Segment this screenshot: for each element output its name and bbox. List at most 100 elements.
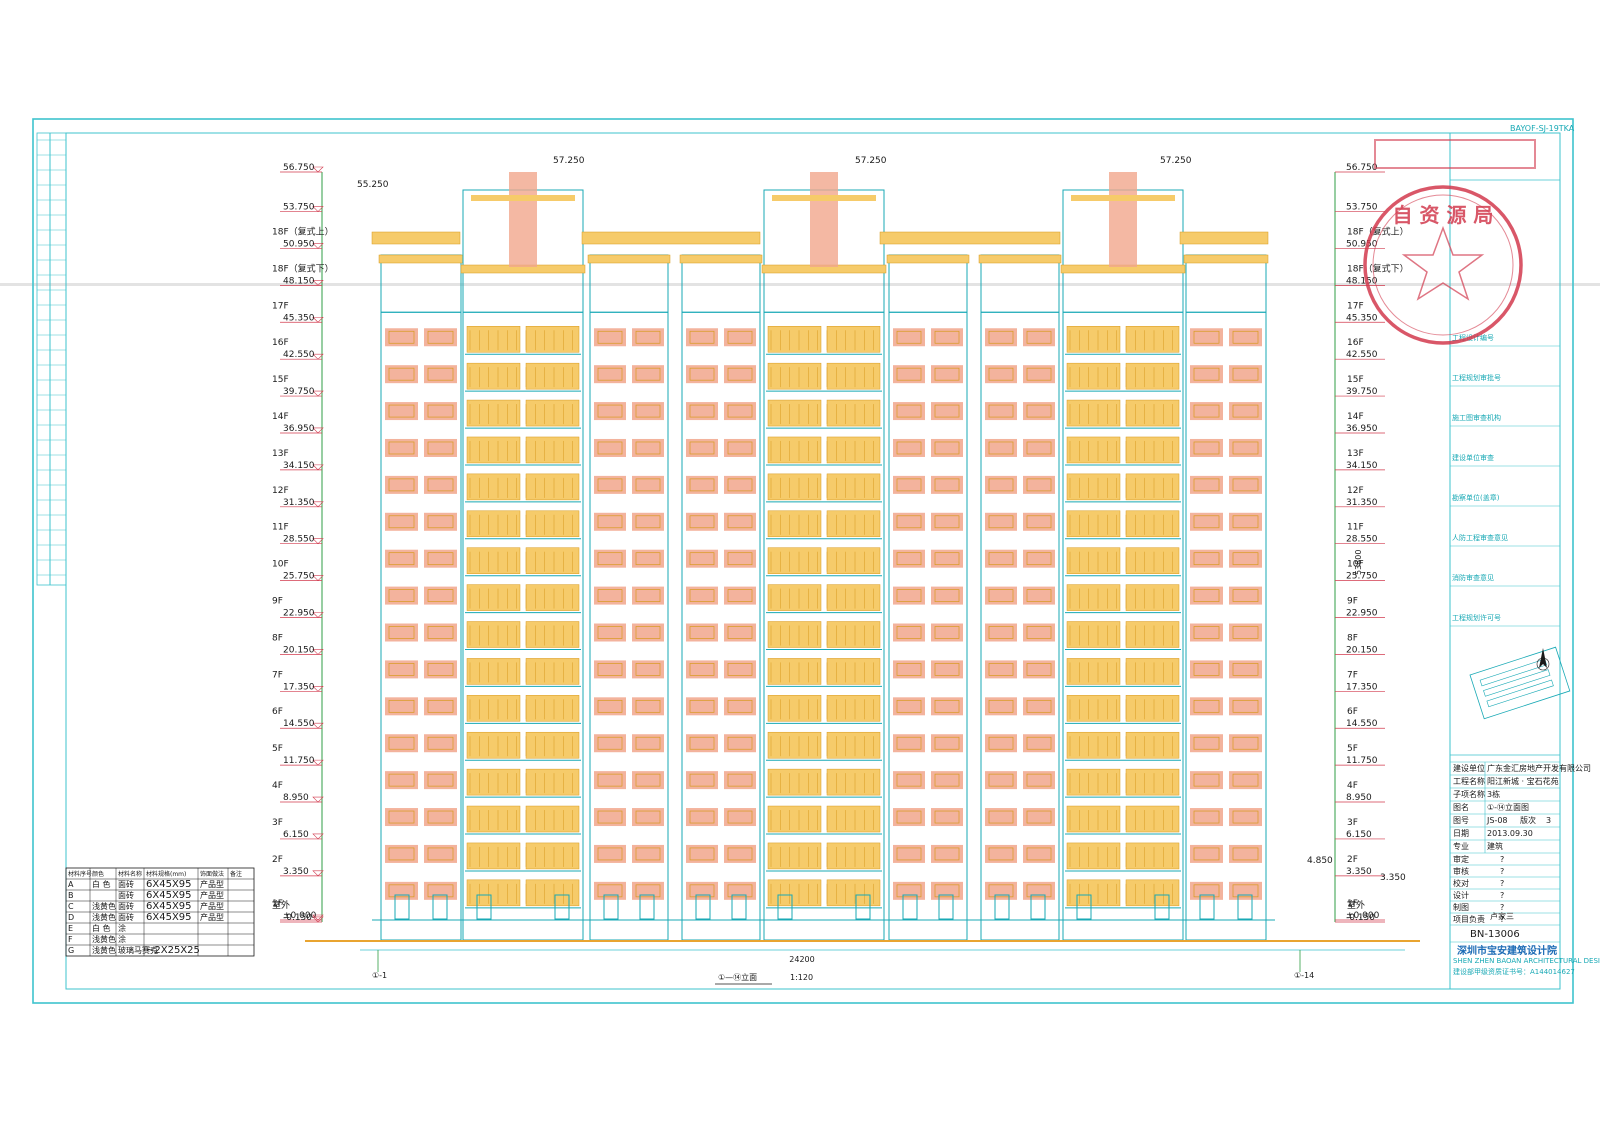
material-cell: 浅黄色 xyxy=(92,945,116,955)
level-name-right: 11F xyxy=(1347,523,1364,533)
roof-band xyxy=(371,231,461,245)
level-elevation-left: 48.150 xyxy=(283,276,315,286)
level-name-right: 6F xyxy=(1347,707,1358,717)
level-name-left: 11F xyxy=(272,523,289,533)
level-elevation-right: 45.350 xyxy=(1346,313,1378,323)
title-block-key: 专业 xyxy=(1453,841,1469,851)
material-cell: 白 色 xyxy=(92,923,111,933)
level-elevation-left: 45.350 xyxy=(283,313,315,323)
level-elevation-left: 39.750 xyxy=(283,387,315,397)
title-block-note: 工程规划许可号 xyxy=(1452,613,1501,622)
title-block-notes: 工程设计编号工程规划审批号施工图审查机构建设单位审查勘察单位(盖章)人防工程审查… xyxy=(1450,333,1560,627)
roof-band xyxy=(581,231,761,245)
datum-left: 4.850 xyxy=(1307,856,1333,866)
level-elevation-left: ±0.000 xyxy=(283,911,317,921)
sign-row-name: ? xyxy=(1500,915,1504,924)
design-institute-english: SHEN ZHEN BAOAN ARCHITECTURAL DESIGN INS… xyxy=(1453,957,1600,965)
level-elevation-left: 42.550 xyxy=(283,350,315,360)
tower-8 xyxy=(1060,172,1186,941)
roof-band xyxy=(1179,231,1269,245)
material-cell: 浅黄色 xyxy=(92,912,116,922)
level-elevation-left: 6.150 xyxy=(283,830,309,840)
material-cell: B xyxy=(68,891,74,900)
material-header: 颜色 xyxy=(92,870,104,878)
tower-1 xyxy=(378,254,464,941)
certificate-number: BN-13006 xyxy=(1470,929,1520,940)
level-elevation-right: 28.550 xyxy=(1346,535,1378,545)
level-name-right: 8F xyxy=(1347,633,1358,643)
level-name-left: 8F xyxy=(272,633,283,643)
title-block-note: 工程规划审批号 xyxy=(1452,373,1501,382)
material-header: 材料序号 xyxy=(68,870,92,878)
license-number: 建设部甲级资质证书号：A144014627 xyxy=(1453,967,1575,976)
level-elevation-left: 25.750 xyxy=(283,572,315,582)
level-name-right: 7F xyxy=(1347,670,1358,680)
level-elevation-right: 48.150 xyxy=(1346,276,1378,286)
level-elevation-right: 36.950 xyxy=(1346,424,1378,434)
level-elevation-right: 20.150 xyxy=(1346,645,1378,655)
roof-mark-center-2: 57.250 xyxy=(855,156,887,166)
level-name-right: 4F xyxy=(1347,781,1358,791)
level-name-left: 2F xyxy=(272,855,283,865)
level-elevation-left: 14.550 xyxy=(283,719,315,729)
level-name-right: 18F（复式上） xyxy=(1347,225,1409,237)
title-block-value: 3栋 xyxy=(1487,789,1500,799)
level-name-left: 1F xyxy=(272,899,283,909)
drawing-caption-scale: 1:120 xyxy=(790,973,813,982)
left-elevation-ruler: 56.75053.75050.95018F（复式上）48.15018F（复式下）… xyxy=(272,163,334,923)
material-cell: 6X45X95 xyxy=(146,879,192,890)
level-name-right: 9F xyxy=(1347,597,1358,607)
title-block-note: 施工图审查机构 xyxy=(1452,413,1501,422)
title-block-key: 日期 xyxy=(1453,829,1469,838)
material-cell: G xyxy=(68,946,74,955)
title-block-value: JS-08 xyxy=(1486,816,1508,825)
tower-6 xyxy=(886,254,970,941)
sign-row-name: ? xyxy=(1500,855,1504,864)
level-name-left: 18F（复式上） xyxy=(272,225,334,237)
level-name-right: 13F xyxy=(1347,449,1364,459)
material-cell: 面砖 xyxy=(118,912,134,922)
material-cell: 面砖 xyxy=(118,901,134,911)
title-block-key: 版次 xyxy=(1520,815,1536,825)
material-cell: 面砖 xyxy=(118,879,134,889)
sign-row-name: ? xyxy=(1500,867,1504,876)
title-block-note: 勘察单位(盖章) xyxy=(1452,493,1500,502)
level-name-left: 9F xyxy=(272,597,283,607)
title-block-key: 图名 xyxy=(1453,802,1469,812)
level-name-left: 18F（复式下） xyxy=(272,262,334,274)
total-height-dim: 53800 xyxy=(1354,550,1363,575)
design-institute-name: 深圳市宝安建筑设计院 xyxy=(1457,944,1557,957)
material-cell: 6X45X95 xyxy=(146,901,192,912)
scan-band xyxy=(0,283,1600,286)
material-cell: 产品型 xyxy=(200,890,224,900)
level-elevation-right: 8.950 xyxy=(1346,793,1372,803)
drawing-caption-title: ①—⑭立面 xyxy=(718,972,757,982)
material-cell: 浅黄色 xyxy=(92,934,116,944)
level-elevation-right: 42.550 xyxy=(1346,350,1378,360)
title-block-value: 2013.09.30 xyxy=(1487,829,1533,838)
drawing-frame xyxy=(32,118,1574,1004)
material-cell: 白 色 xyxy=(92,879,111,889)
title-block-value: 阳江新城 · 宝石花苑 xyxy=(1487,776,1559,786)
level-elevation-left: 8.950 xyxy=(283,793,309,803)
level-elevation-right: 14.550 xyxy=(1346,719,1378,729)
level-elevation-right: 3.350 xyxy=(1346,867,1372,877)
level-name-left: 12F xyxy=(272,486,289,496)
material-cell: E xyxy=(68,924,73,933)
material-header: 材料规格(mm) xyxy=(146,870,186,878)
north-arrow-icon xyxy=(1536,648,1550,671)
title-block-key: 子项名称 xyxy=(1453,789,1485,799)
sign-row-name: ? xyxy=(1500,879,1504,888)
level-name-left: 17F xyxy=(272,301,289,311)
checker-name: 卢家三 xyxy=(1490,911,1514,921)
title-block-note: 消防审查意见 xyxy=(1452,573,1494,582)
tower-7 xyxy=(978,254,1062,941)
level-name-right: 3F xyxy=(1347,818,1358,828)
level-name-left: 4F xyxy=(272,781,283,791)
roof-mark-left: 55.250 xyxy=(357,180,389,190)
title-block-value: 建筑 xyxy=(1487,841,1503,851)
overall-dimension: 24200 xyxy=(789,955,814,964)
material-cell: 产品型 xyxy=(200,879,224,889)
